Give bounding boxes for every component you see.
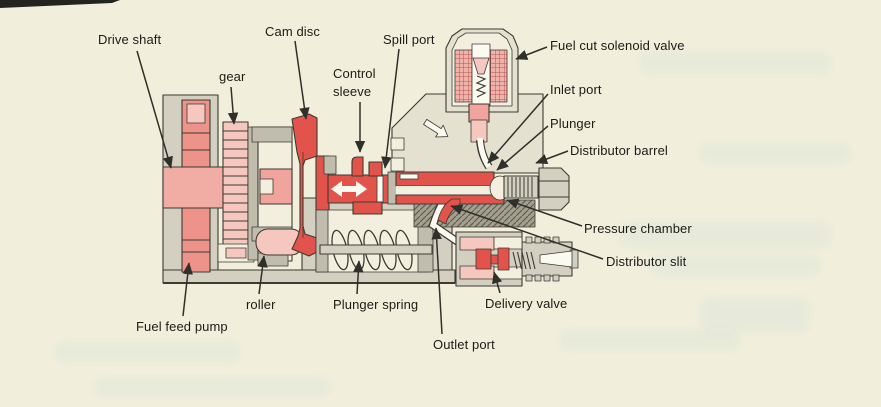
- solenoid-valve-shape: [445, 28, 519, 143]
- leader-inlet-port: [487, 93, 549, 164]
- leader-plunger: [496, 125, 549, 171]
- leader-plunger-spring: [353, 260, 364, 295]
- leader-drive-shaft: [136, 50, 173, 169]
- delivery-valve-shape: [455, 231, 579, 287]
- leader-gear: [227, 86, 239, 125]
- leader-spill-port: [381, 48, 400, 169]
- leader-lines: [136, 40, 604, 335]
- leader-fuel-feed-pump: [182, 262, 193, 317]
- gear-shape: [217, 121, 255, 263]
- leader-distributor-barrel: [535, 150, 569, 164]
- plunger-spring-shape: [315, 209, 434, 273]
- fuel-flow-arrow: [423, 118, 449, 138]
- leader-roller: [257, 255, 268, 295]
- bleed-through-texture: [55, 52, 850, 396]
- plunger-shape: [327, 171, 511, 225]
- control-sleeve-shape: [323, 155, 383, 215]
- leader-fuel-cut-solenoid-valve: [515, 46, 548, 60]
- leader-delivery-valve: [492, 271, 503, 294]
- leader-pressure-chamber: [506, 198, 583, 227]
- leader-outlet-port: [431, 227, 443, 335]
- leader-distributor-slit: [450, 204, 604, 260]
- page-edge-mark: [0, 0, 120, 8]
- leader-cam-disc: [294, 40, 310, 120]
- inlet-port-channel: [476, 137, 493, 170]
- end-plug-bolt: [503, 167, 570, 211]
